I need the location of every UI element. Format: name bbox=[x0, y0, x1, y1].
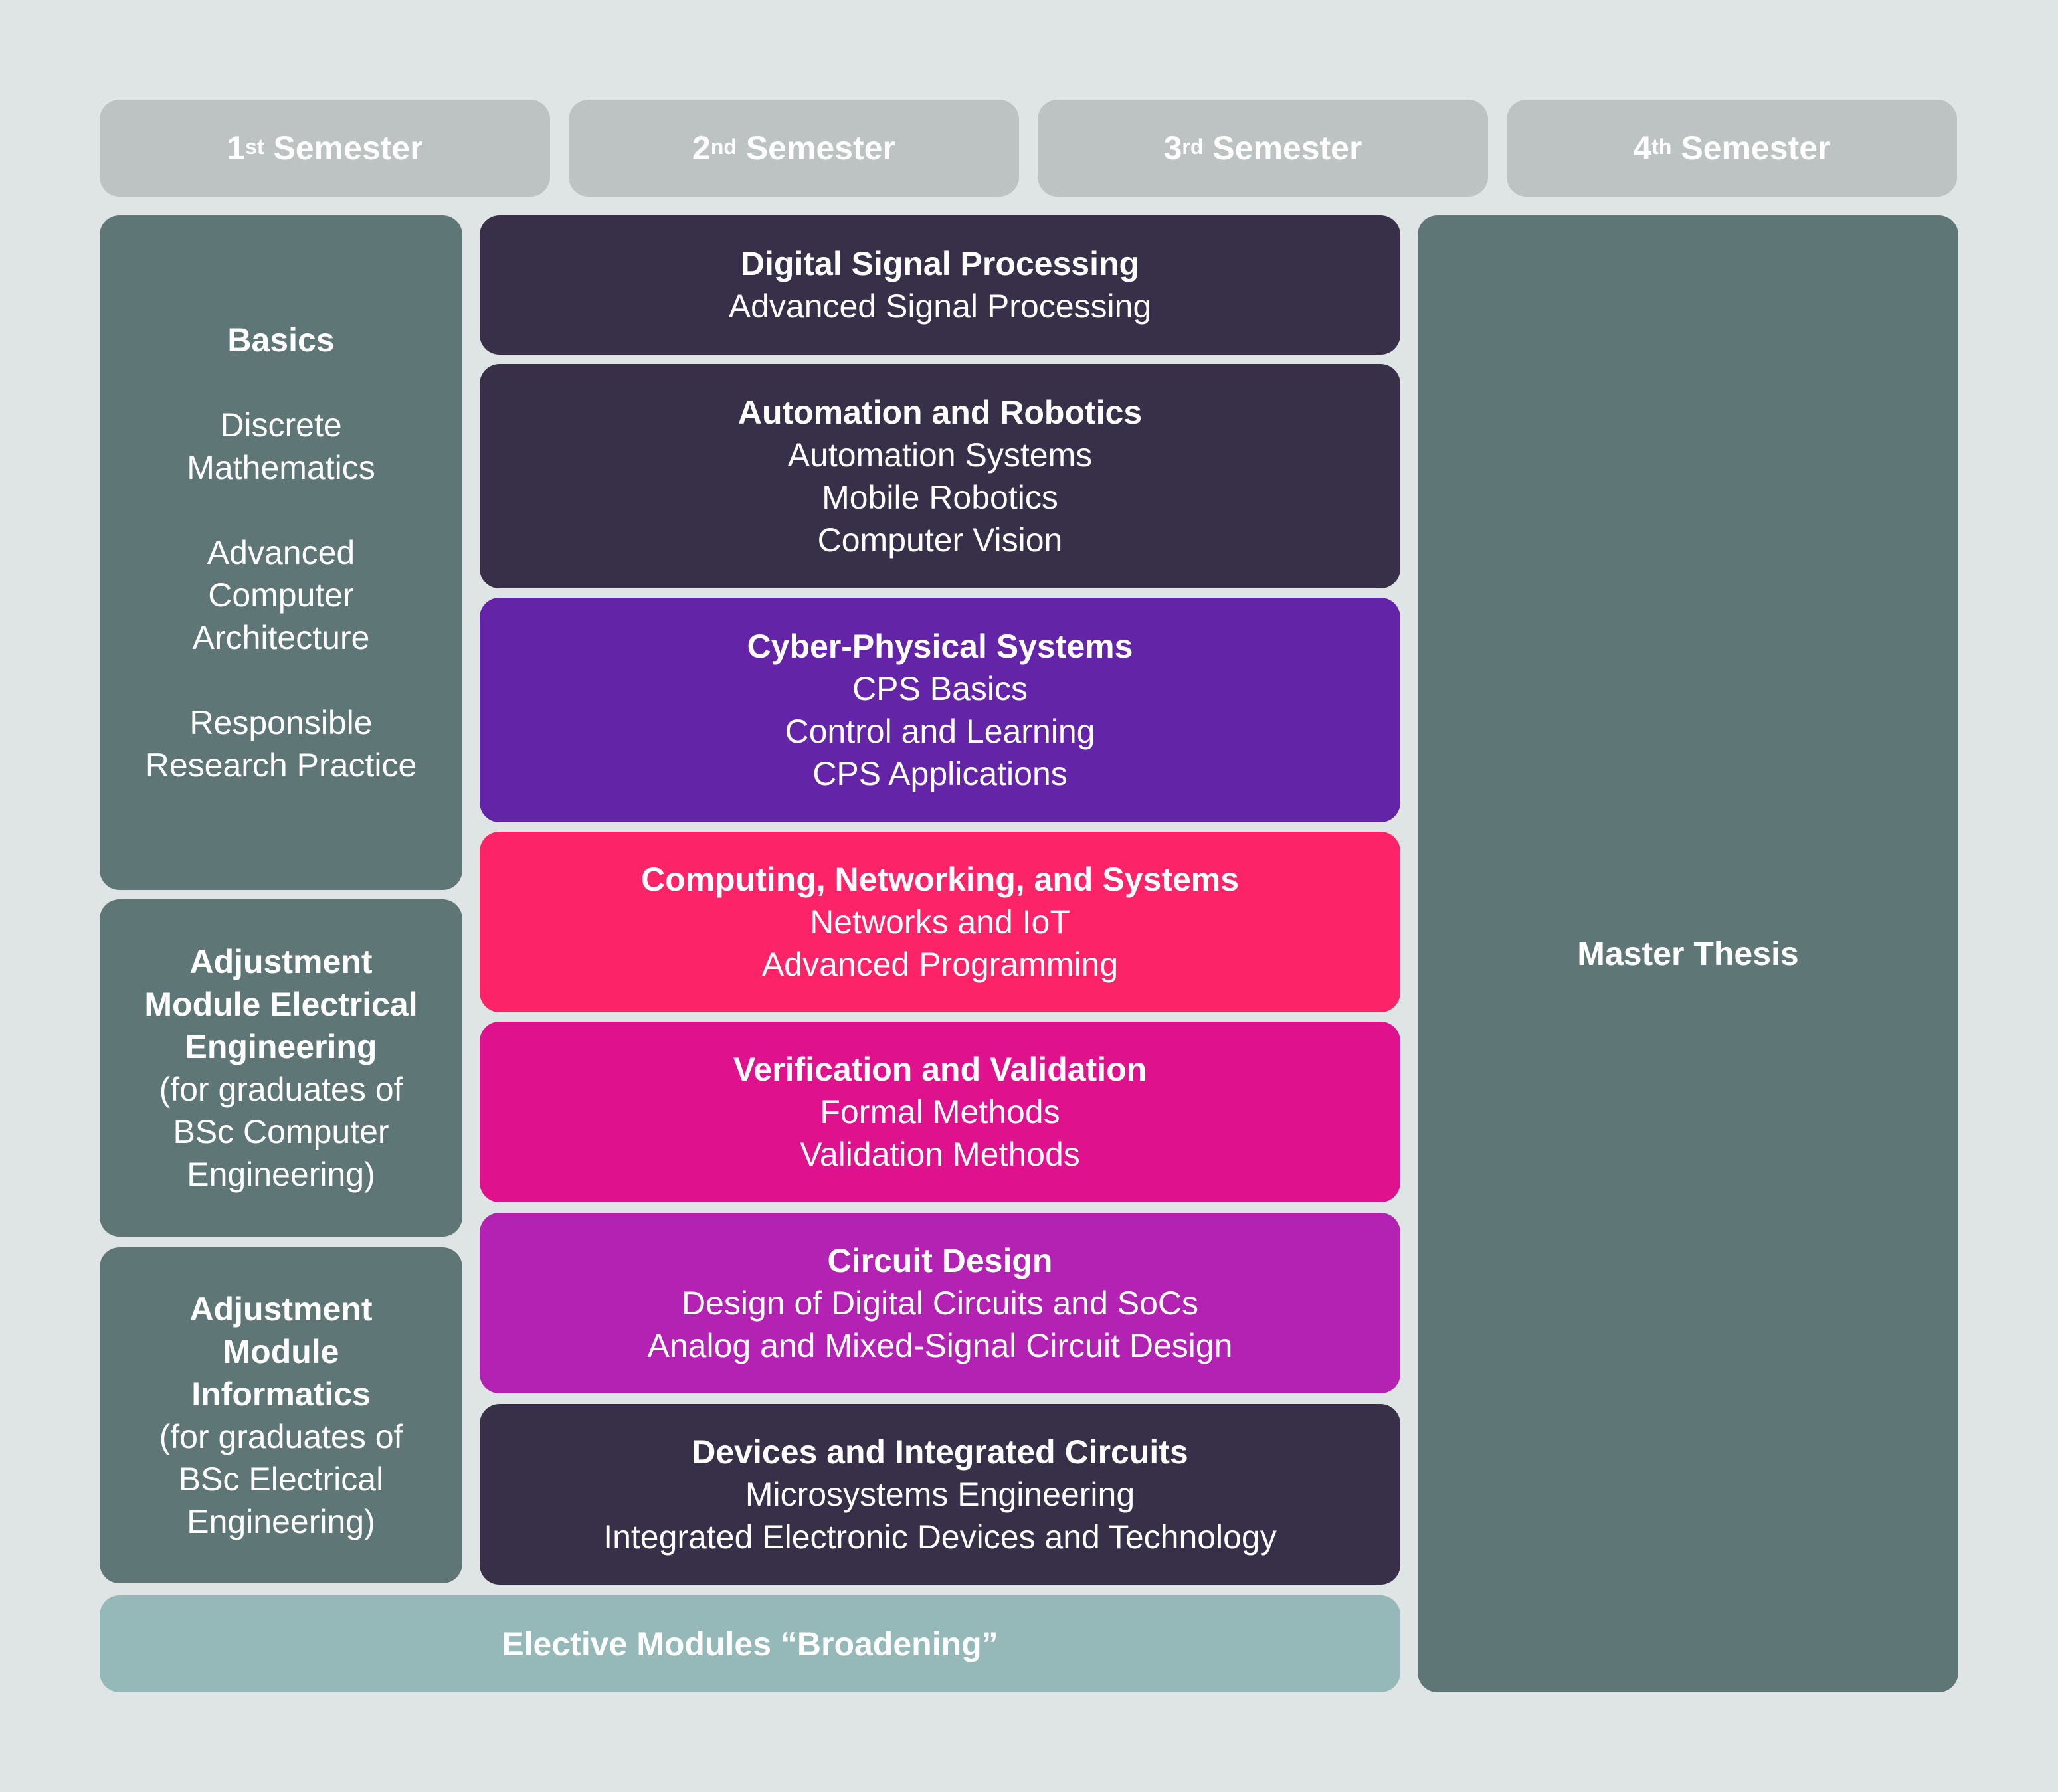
module-item: Networks and IoT bbox=[810, 903, 1070, 941]
elective-label: Elective Modules “Broadening” bbox=[502, 1625, 998, 1662]
adjustment-note-line: (for graduates of bbox=[159, 1071, 403, 1108]
adjustment-note-line: (for graduates of bbox=[159, 1418, 403, 1455]
adjustment-title-line: Module Electrical bbox=[144, 986, 418, 1023]
adjustment-title-line: Informatics bbox=[191, 1376, 371, 1413]
basics-item-line: Advanced bbox=[207, 534, 355, 571]
semester-suffix: nd bbox=[710, 134, 737, 159]
adjustment-note-line: BSc Computer bbox=[173, 1113, 389, 1150]
adjustment-title-line: Engineering bbox=[185, 1028, 377, 1065]
module-title: Digital Signal Processing bbox=[740, 245, 1140, 282]
module-item: Validation Methods bbox=[800, 1136, 1080, 1173]
basics-item-line: Mathematics bbox=[187, 449, 375, 486]
module-item: Design of Digital Circuits and SoCs bbox=[681, 1285, 1199, 1322]
adjustment-note-line: Engineering) bbox=[187, 1156, 375, 1193]
module-title: Verification and Validation bbox=[733, 1051, 1147, 1088]
module-title: Devices and Integrated Circuits bbox=[692, 1433, 1188, 1471]
adjustment-title-line: Adjustment bbox=[189, 1291, 373, 1328]
module-verification-and-validation: Verification and Validation Formal Metho… bbox=[480, 1022, 1400, 1202]
adjustment-note-line: Engineering) bbox=[187, 1503, 375, 1540]
adjustment-module-electrical-engineering: Adjustment Module Electrical Engineering… bbox=[100, 899, 462, 1237]
module-item: Microsystems Engineering bbox=[745, 1476, 1135, 1513]
module-item: Advanced Programming bbox=[761, 946, 1119, 983]
semester-label: Semester bbox=[745, 130, 895, 167]
module-automation-and-robotics: Automation and Robotics Automation Syste… bbox=[480, 364, 1400, 588]
basics-item-line: Responsible bbox=[189, 704, 373, 741]
elective-modules-broadening: Elective Modules “Broadening” bbox=[100, 1595, 1400, 1692]
basics-block: Basics Discrete Mathematics Advanced Com… bbox=[100, 215, 462, 890]
master-thesis-label: Master Thesis bbox=[1577, 935, 1799, 972]
semester-suffix: st bbox=[245, 134, 264, 159]
adjustment-title-line: Adjustment bbox=[189, 943, 373, 980]
module-item: Computer Vision bbox=[817, 521, 1063, 559]
module-title: Cyber-Physical Systems bbox=[747, 628, 1133, 665]
semester-number: 3 bbox=[1163, 130, 1182, 167]
semester-number: 4 bbox=[1633, 130, 1652, 167]
module-computing-networking-systems: Computing, Networking, and Systems Netwo… bbox=[480, 832, 1400, 1012]
adjustment-module-informatics: Adjustment Module Informatics (for gradu… bbox=[100, 1247, 462, 1583]
module-item: Automation Systems bbox=[787, 436, 1093, 474]
semester-label: Semester bbox=[1212, 130, 1362, 167]
adjustment-title-line: Module bbox=[223, 1333, 339, 1370]
module-title: Circuit Design bbox=[827, 1242, 1053, 1279]
basics-item-line: Discrete bbox=[220, 406, 342, 444]
module-cyber-physical-systems: Cyber-Physical Systems CPS Basics Contro… bbox=[480, 598, 1400, 822]
module-title: Automation and Robotics bbox=[737, 394, 1143, 431]
module-devices-and-integrated-circuits: Devices and Integrated Circuits Microsys… bbox=[480, 1404, 1400, 1585]
adjustment-note-line: BSc Electrical bbox=[178, 1461, 384, 1498]
module-circuit-design: Circuit Design Design of Digital Circuit… bbox=[480, 1213, 1400, 1393]
module-item: Analog and Mixed-Signal Circuit Design bbox=[647, 1327, 1233, 1364]
basics-item-line: Architecture bbox=[192, 619, 370, 656]
master-thesis-block: Master Thesis bbox=[1418, 215, 1958, 1692]
basics-item-line: Research Practice bbox=[145, 747, 417, 784]
semester-label: Semester bbox=[1681, 130, 1831, 167]
module-item: Advanced Signal Processing bbox=[728, 288, 1152, 325]
module-title: Computing, Networking, and Systems bbox=[640, 861, 1240, 898]
module-item: Mobile Robotics bbox=[822, 479, 1058, 516]
basics-title: Basics bbox=[227, 321, 335, 359]
module-item: Formal Methods bbox=[820, 1093, 1060, 1130]
module-item: CPS Basics bbox=[852, 670, 1028, 707]
module-item: CPS Applications bbox=[812, 755, 1068, 792]
basics-item-line: Computer bbox=[208, 577, 354, 614]
semester-label: Semester bbox=[273, 130, 423, 167]
module-item: Integrated Electronic Devices and Techno… bbox=[603, 1518, 1277, 1556]
semester-number: 1 bbox=[227, 130, 246, 167]
semester-suffix: th bbox=[1651, 134, 1672, 159]
semester-number: 2 bbox=[692, 130, 711, 167]
semester-suffix: rd bbox=[1182, 134, 1204, 159]
module-digital-signal-processing: Digital Signal Processing Advanced Signa… bbox=[480, 215, 1400, 355]
module-item: Control and Learning bbox=[785, 713, 1095, 750]
